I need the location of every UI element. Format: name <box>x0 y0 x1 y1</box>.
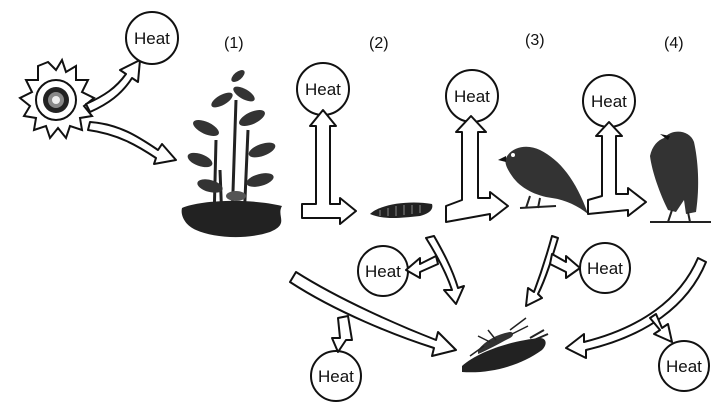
caterpillar-icon <box>370 202 432 218</box>
level-1-heat-and-flow-arrow <box>302 110 356 224</box>
decomposer-heat-branch-left <box>332 316 352 352</box>
level-label-2: (2) <box>369 35 389 52</box>
heat-circle-level-2: Heat <box>446 70 498 122</box>
heat-circle-bottom-right: Heat <box>659 341 709 391</box>
caterpillar-to-decomposers-arrow <box>426 236 464 304</box>
caterpillar-heat-branch <box>406 256 438 278</box>
heat-circle-sun: Heat <box>126 12 178 64</box>
svg-text:Heat: Heat <box>318 367 354 386</box>
svg-text:Heat: Heat <box>305 80 341 99</box>
svg-text:Heat: Heat <box>666 357 702 376</box>
heat-circle-decomposer-right: Heat <box>580 243 630 293</box>
sun-heat-arrow <box>86 60 140 112</box>
heat-circle-bottom-left: Heat <box>311 351 361 401</box>
svg-text:Heat: Heat <box>454 87 490 106</box>
bird-icon <box>498 147 588 214</box>
svg-text:Heat: Heat <box>587 259 623 278</box>
sun-icon <box>20 60 94 138</box>
svg-text:Heat: Heat <box>134 29 170 48</box>
sun-to-plant-arrow <box>88 122 176 164</box>
level-label-1: (1) <box>224 35 244 52</box>
bird-to-decomposers-arrow <box>526 236 558 306</box>
level-2-heat-and-flow-arrow <box>446 116 508 222</box>
level-label-3: (3) <box>525 32 545 49</box>
bird-heat-branch <box>550 254 580 278</box>
hawk-icon <box>650 132 711 222</box>
svg-text:Heat: Heat <box>365 262 401 281</box>
level-3-heat-and-flow-arrow <box>588 122 646 216</box>
heat-circle-decomposer-left: Heat <box>358 246 408 296</box>
heat-circle-level-3: Heat <box>583 75 635 127</box>
plant-icon <box>182 68 282 237</box>
decomposers-icon <box>462 318 548 372</box>
level-label-4: (4) <box>664 35 684 52</box>
svg-text:Heat: Heat <box>591 92 627 111</box>
heat-circle-level-1: Heat <box>297 63 349 115</box>
